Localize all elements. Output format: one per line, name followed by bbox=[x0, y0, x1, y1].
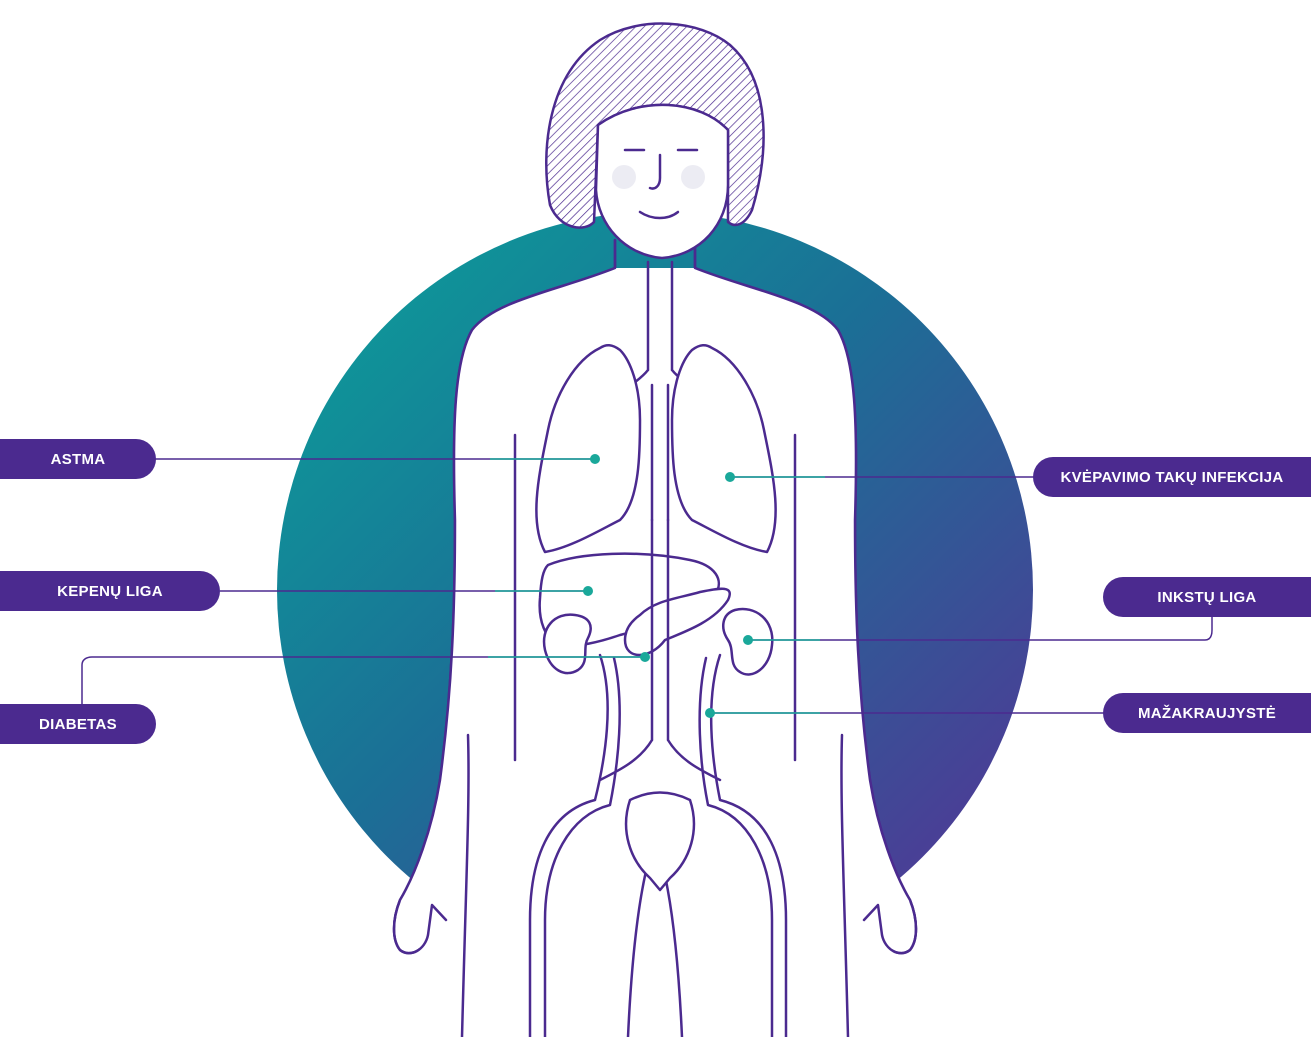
diabetas-dot bbox=[640, 652, 650, 662]
kvepavimo-dot bbox=[725, 472, 735, 482]
inkstu-dot bbox=[743, 635, 753, 645]
kepenu-dot bbox=[583, 586, 593, 596]
label-diabetas: DIABETAS bbox=[0, 704, 156, 744]
label-inkstu-liga: INKSTŲ LIGA bbox=[1103, 577, 1311, 617]
label-kepenu-liga: KEPENŲ LIGA bbox=[0, 571, 220, 611]
label-kvepavimo-taku-infekcija: KVĖPAVIMO TAKŲ INFEKCIJA bbox=[1033, 457, 1311, 497]
left-cheek bbox=[612, 165, 636, 189]
astma-dot bbox=[590, 454, 600, 464]
label-astma: ASTMA bbox=[0, 439, 156, 479]
label-mazakraujyste: MAŽAKRAUJYSTĖ bbox=[1103, 693, 1311, 733]
mazakraujyste-dot bbox=[705, 708, 715, 718]
right-cheek bbox=[681, 165, 705, 189]
left-kidney bbox=[544, 615, 591, 673]
